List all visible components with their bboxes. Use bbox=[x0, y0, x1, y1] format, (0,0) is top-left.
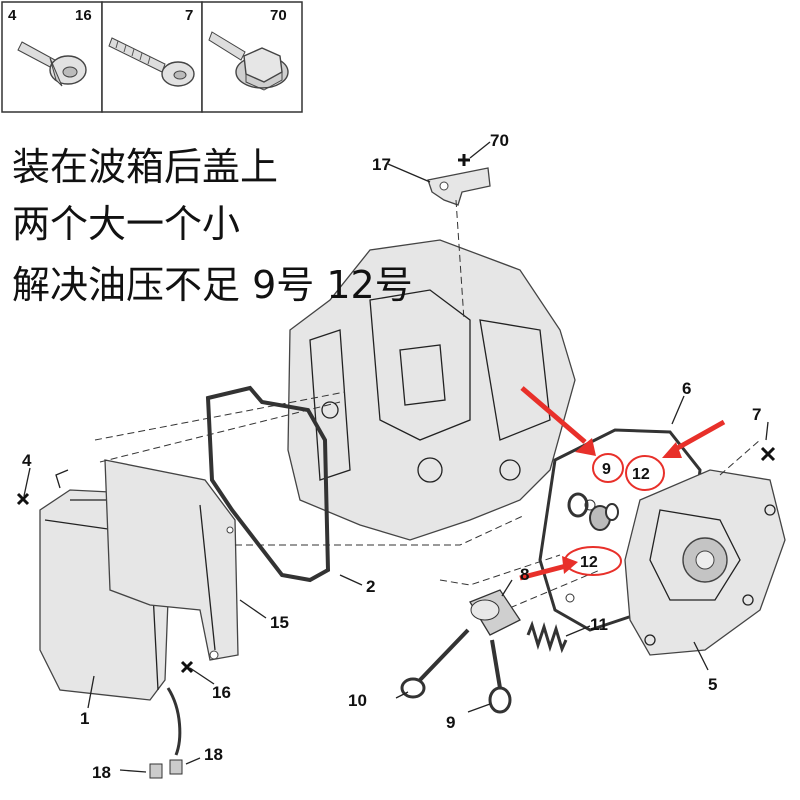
part-label-7: 7 bbox=[752, 405, 761, 424]
o-ring-part-10 bbox=[400, 677, 426, 699]
part-label-15: 15 bbox=[270, 613, 289, 632]
part-label-9-top: 9 bbox=[602, 461, 611, 478]
legend-ref-16: 16 bbox=[75, 7, 92, 24]
valve-part-8 bbox=[469, 589, 521, 636]
legend-box-16 bbox=[1, 1, 103, 113]
part-label-1: 1 bbox=[80, 709, 89, 728]
oil-seal-rings bbox=[567, 492, 619, 531]
legend-ref-7: 7 bbox=[185, 7, 193, 24]
part-label-4: 4 bbox=[22, 451, 32, 470]
gearbox-housing bbox=[287, 239, 576, 541]
o-ring-part-9 bbox=[488, 686, 512, 714]
legend-box-7 bbox=[101, 1, 203, 113]
threaded-screw-icon bbox=[108, 37, 195, 87]
rear-cover-5 bbox=[624, 469, 786, 656]
part-label-18-left: 18 bbox=[92, 763, 111, 782]
part-label-9-bottom: 9 bbox=[446, 713, 455, 732]
part-label-70: 70 bbox=[490, 131, 509, 150]
part-label-17: 17 bbox=[372, 155, 391, 174]
sensor-part-18-left bbox=[149, 763, 163, 779]
part-label-18-right: 18 bbox=[204, 745, 223, 764]
arrow-head-icon bbox=[575, 438, 596, 456]
part-label-12-upper: 12 bbox=[632, 466, 650, 483]
part-label-6: 6 bbox=[682, 379, 691, 398]
hex-flange-bolt-icon bbox=[208, 31, 289, 91]
sensor-part-18-right bbox=[169, 759, 183, 775]
spring-part-11 bbox=[526, 620, 568, 654]
torx-bolt-icon bbox=[17, 41, 87, 87]
caption-line-2: 两个大一个小 bbox=[12, 202, 241, 246]
part-label-2: 2 bbox=[366, 577, 375, 596]
part-label-5: 5 bbox=[708, 675, 717, 694]
leader-lines bbox=[23, 141, 769, 773]
fastener-markers bbox=[16, 154, 776, 674]
caption-line-1: 装在波箱后盖上 bbox=[12, 145, 279, 189]
part-label-8: 8 bbox=[520, 565, 529, 584]
highlight-annotations bbox=[519, 386, 726, 581]
arrow-head-icon bbox=[662, 442, 682, 458]
part-label-12-lower: 12 bbox=[580, 554, 598, 571]
part-number-labels: 4 17 70 2 15 16 1 18 18 10 9 11 5 6 7 8 … bbox=[22, 131, 761, 782]
legend-ref-70: 70 bbox=[270, 7, 287, 24]
caption-line-3: 解决油压不足 9号 12号 bbox=[12, 263, 413, 307]
bracket-part-17 bbox=[427, 167, 491, 206]
legend-qty-4: 4 bbox=[8, 7, 17, 24]
part-label-10: 10 bbox=[348, 691, 367, 710]
gasket-part-2 bbox=[205, 385, 331, 583]
part-label-16: 16 bbox=[212, 683, 231, 702]
part-label-11: 11 bbox=[590, 615, 608, 634]
oil-filter-15 bbox=[104, 459, 239, 661]
fastener-legend: 4 16 7 70 bbox=[1, 1, 303, 113]
